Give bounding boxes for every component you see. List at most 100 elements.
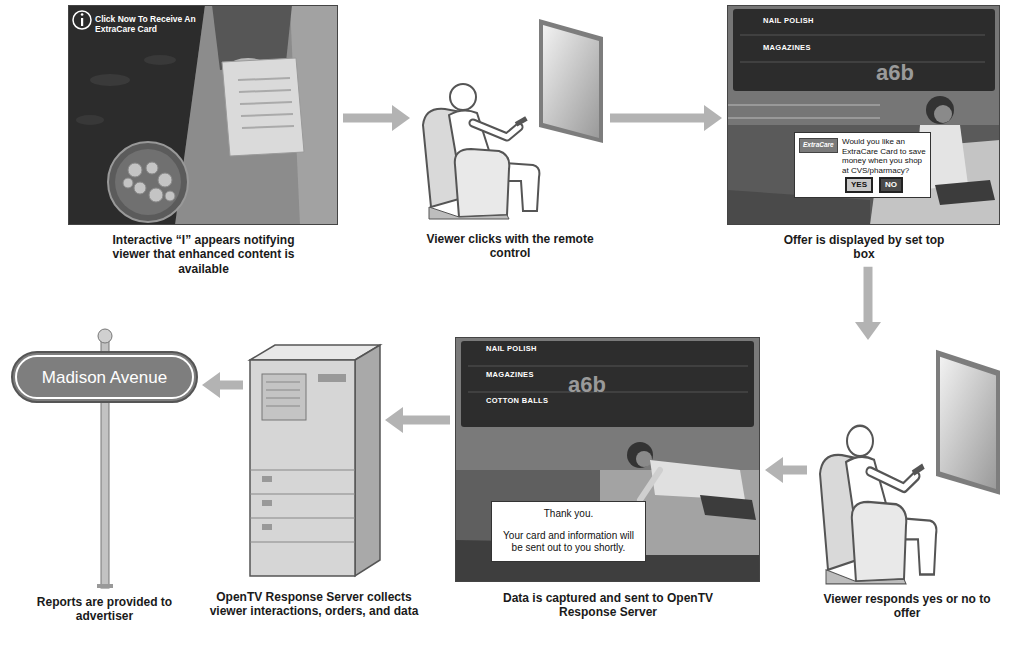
server-illustration — [266, 382, 300, 383]
screenshot-illustration — [636, 451, 652, 467]
server-illustration — [266, 406, 300, 407]
screenshot-illustration — [468, 366, 748, 367]
screenshot-illustration — [740, 62, 985, 63]
overlay-text: Click Now To Receive An ExtraCare Card — [95, 14, 207, 34]
offer-dialog: Would you like an ExtraCare Card to save… — [794, 132, 931, 198]
channel-logo: a6b — [568, 374, 606, 396]
offer-text: Would you like an ExtraCare Card to save… — [842, 137, 926, 175]
server-illustration — [250, 542, 355, 543]
sign-text: Madison Avenue — [42, 369, 167, 386]
extracare-logo: ExtraCare — [799, 138, 838, 153]
server-illustration — [262, 476, 272, 482]
street-sign-illustration — [98, 329, 112, 343]
screenshot-illustration — [242, 126, 294, 128]
server-illustration — [250, 360, 355, 576]
flow-arrow — [855, 267, 881, 340]
tv-screenshot: Interactive “I” appears notifying viewer… — [68, 5, 338, 225]
screenshot-illustration — [108, 142, 188, 222]
screenshot-illustration — [640, 470, 660, 500]
street-sign-illustration — [12, 329, 197, 588]
step-caption: Offer is displayed by set top box — [774, 233, 954, 262]
server-illustration — [266, 398, 300, 399]
screenshot-illustration — [175, 5, 338, 225]
server-illustration — [318, 374, 346, 382]
menu-item: MAGAZINES — [763, 44, 811, 52]
screenshot-illustration — [627, 442, 653, 468]
step-caption: OpenTV Response Server collects viewer i… — [209, 590, 419, 619]
screenshot-illustration — [468, 392, 748, 393]
step-caption: Viewer clicks with the remote control — [420, 232, 600, 261]
flow-arrow — [202, 372, 243, 398]
screenshot-illustration — [90, 74, 130, 86]
screenshot-illustration — [128, 163, 142, 177]
screenshot-illustration — [68, 5, 338, 225]
viewer-illustration — [820, 350, 1000, 584]
screenshot-illustration — [461, 341, 754, 427]
screenshot-illustration — [727, 5, 1000, 125]
server-illustration — [262, 500, 272, 506]
response-server: OpenTV Response Server collects viewer i… — [248, 345, 380, 578]
screenshot-illustration — [222, 58, 304, 156]
server-illustration — [262, 524, 272, 530]
screenshot-illustration — [650, 460, 745, 500]
screenshot-illustration — [727, 5, 1000, 225]
menu-item: NAIL POLISH — [486, 345, 537, 353]
channel-logo: a6b — [876, 62, 914, 84]
server-illustration — [250, 494, 355, 495]
screenshot-illustration — [123, 178, 133, 188]
street-sign-illustration — [12, 352, 197, 402]
screenshot-illustration — [238, 78, 290, 80]
screenshot-illustration — [727, 117, 880, 119]
flow-arrow — [610, 105, 722, 131]
screenshot-illustration — [740, 35, 985, 36]
flow-arrow — [343, 105, 410, 131]
street-sign-illustration — [16, 356, 193, 398]
viewer-icon: Viewer responds yes or no to offer — [812, 345, 1002, 585]
step-caption: Interactive “I” appears notifying viewer… — [96, 233, 311, 276]
flow-arrow — [385, 407, 450, 433]
confirmation-text: Your card and information will be sent o… — [498, 530, 639, 555]
confirmation-box: Thank you.Your card and information will… — [491, 501, 646, 562]
flow-arrow — [765, 457, 807, 483]
no-button: NO — [879, 177, 903, 193]
screenshot-illustration — [115, 149, 181, 215]
menu-item: NAIL POLISH — [763, 17, 814, 25]
screenshot-illustration — [727, 104, 880, 106]
step-caption: Data is captured and sent to OpenTV Resp… — [488, 591, 728, 620]
screenshot-illustration — [926, 96, 954, 124]
viewer-illustration — [423, 19, 603, 219]
screenshot-illustration — [158, 173, 172, 187]
street-sign: Madison AvenueReports are provided to ad… — [12, 352, 197, 402]
server-illustration — [355, 345, 380, 576]
server-illustration — [266, 390, 300, 391]
screenshot-illustration — [73, 11, 91, 29]
screenshot-illustration — [68, 5, 205, 225]
server-illustration — [250, 345, 380, 576]
server-illustration — [262, 374, 306, 420]
button-text: YES — [851, 180, 867, 190]
button-text: NO — [885, 180, 897, 190]
screenshot-illustration — [144, 55, 176, 65]
screenshot-illustration — [935, 180, 995, 205]
tv-screenshot: Data is captured and sent to OpenTV Resp… — [455, 337, 760, 582]
screenshot-illustration — [934, 105, 952, 123]
screenshot-illustration — [68, 5, 338, 225]
screenshot-illustration — [700, 495, 756, 520]
screenshot-illustration — [239, 90, 291, 92]
tv-screenshot: Offer is displayed by set top boxNAIL PO… — [727, 5, 1000, 225]
screenshot-illustration — [81, 18, 83, 26]
step-caption: Viewer responds yes or no to offer — [822, 592, 992, 621]
screenshot-illustration — [241, 114, 293, 116]
server-illustration — [250, 518, 355, 519]
screenshot-illustration — [134, 182, 146, 194]
screenshot-illustration — [165, 191, 175, 201]
screenshot-illustration — [455, 337, 760, 470]
screenshot-illustration — [149, 188, 163, 202]
yes-button: YES — [845, 177, 873, 193]
server-illustration — [250, 470, 355, 471]
screenshot-illustration — [81, 13, 84, 16]
menu-item: MAGAZINES — [486, 371, 534, 379]
screenshot-illustration — [727, 5, 1000, 225]
menu-item: COTTON BALLS — [486, 397, 548, 405]
